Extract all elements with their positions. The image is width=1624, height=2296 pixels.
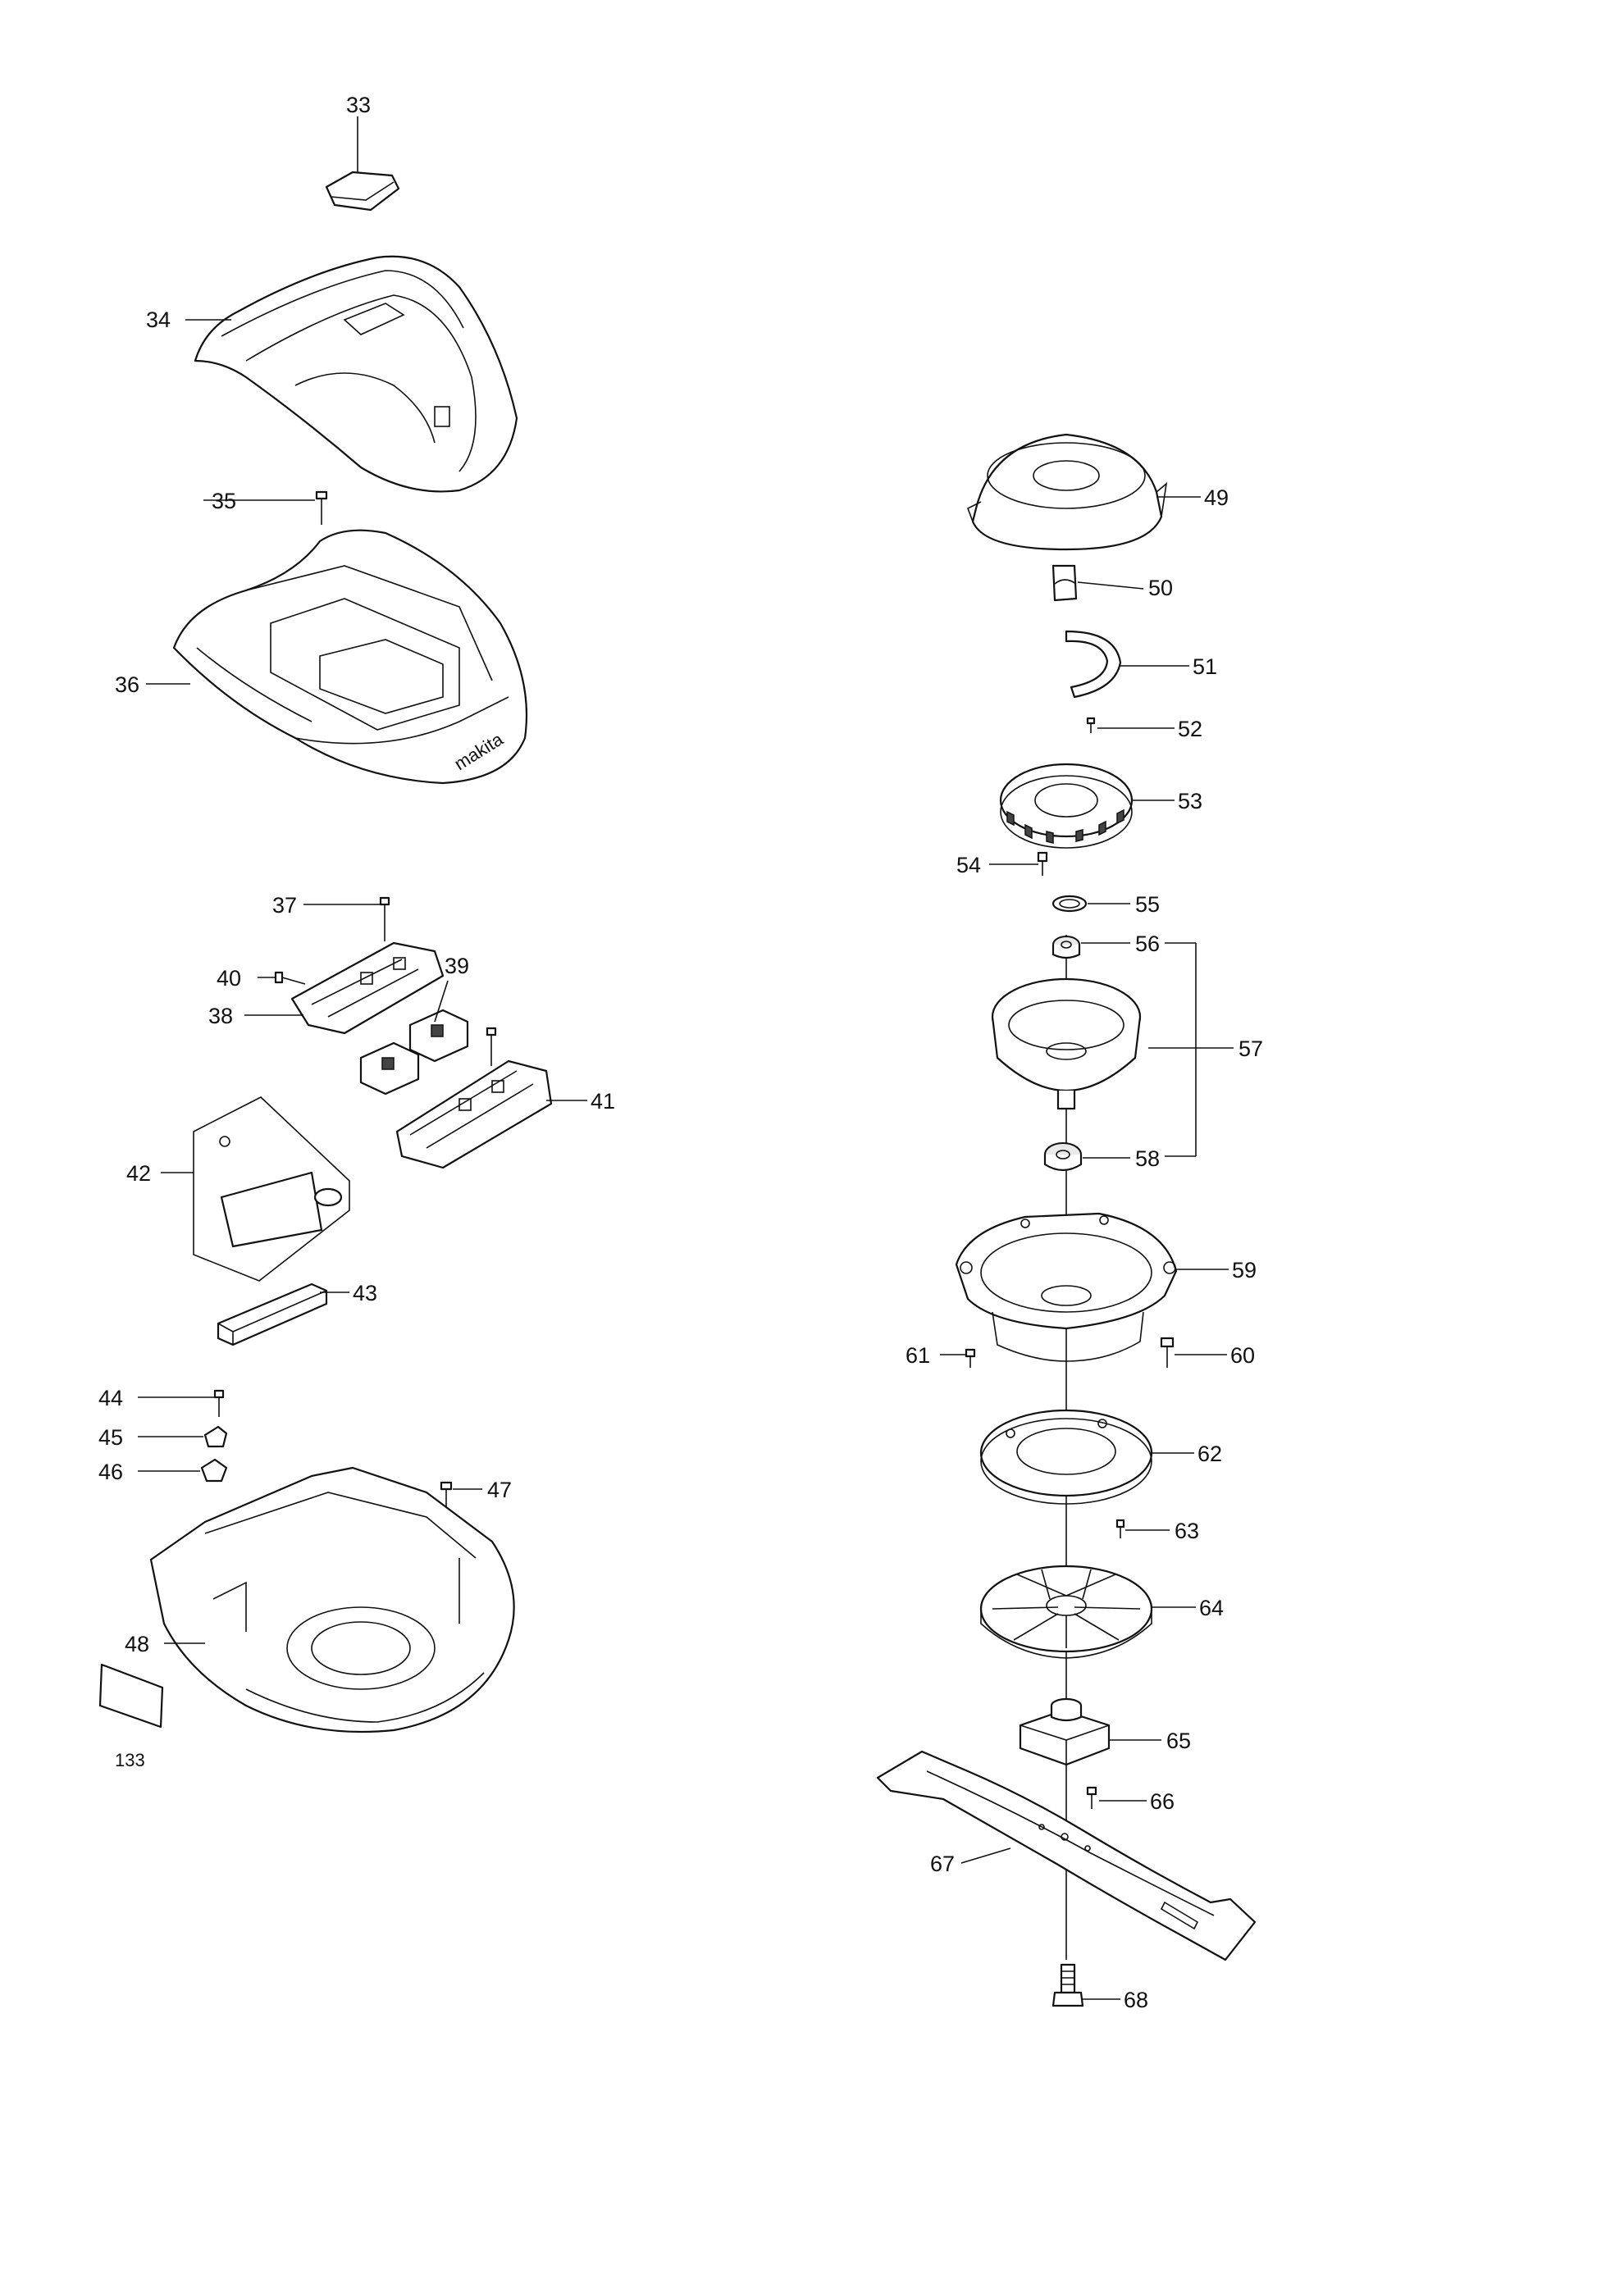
label-35: 35	[212, 489, 236, 513]
label-44: 44	[98, 1386, 123, 1410]
label-55: 55	[1135, 892, 1160, 917]
part-35-screw	[203, 490, 328, 525]
label-66: 66	[1150, 1789, 1175, 1814]
part-36-housing: makita	[172, 529, 528, 785]
label-133: 133	[115, 1750, 145, 1770]
label-54: 54	[956, 853, 981, 877]
part-47-screw	[440, 1481, 482, 1517]
part-63-screw	[1115, 1519, 1170, 1538]
part-34-top-cover	[194, 255, 518, 493]
label-57: 57	[1239, 1036, 1263, 1061]
part-46-clip	[138, 1458, 228, 1483]
part-53-stator	[999, 763, 1134, 849]
label-34: 34	[146, 308, 171, 332]
label-68: 68	[1124, 1988, 1148, 2012]
label-42: 42	[126, 1161, 151, 1186]
part-50-clip	[1051, 564, 1078, 602]
label-52: 52	[1178, 717, 1202, 741]
part-64-fan	[979, 1565, 1153, 1659]
label-38: 38	[208, 1004, 233, 1028]
label-40: 40	[217, 966, 241, 991]
label-51: 51	[1193, 654, 1217, 679]
part-62-plate-ring	[979, 1409, 1153, 1505]
part-49-motor-cap	[966, 433, 1168, 551]
part-42-control-board	[193, 1096, 350, 1282]
part-48-chassis-base	[149, 1466, 515, 1733]
part-43-foam-block	[217, 1282, 328, 1346]
part-56-bearing	[1051, 936, 1130, 959]
label-64: 64	[1199, 1596, 1224, 1620]
label-67: 67	[930, 1852, 955, 1876]
label-41: 41	[591, 1089, 615, 1114]
label-50: 50	[1148, 576, 1173, 600]
part-61-screw	[940, 1348, 976, 1368]
part-38-terminal-bracket	[290, 941, 445, 1035]
part-41-lower-bracket	[395, 1027, 553, 1169]
part-54-screw	[989, 851, 1048, 876]
part-68-bolt	[1051, 1963, 1120, 2007]
label-46: 46	[98, 1460, 123, 1484]
part-44-screw	[138, 1389, 225, 1417]
label-61: 61	[906, 1343, 930, 1368]
label-62: 62	[1197, 1442, 1222, 1466]
part-51-arc-plate	[1065, 630, 1122, 699]
part-59-motor-mount	[955, 1212, 1178, 1362]
label-33: 33	[346, 93, 371, 117]
label-39: 39	[445, 954, 469, 978]
part-39-terminals	[359, 1009, 469, 1096]
label-56: 56	[1135, 932, 1160, 956]
part-67-blade	[876, 1750, 1257, 1961]
label-47: 47	[487, 1478, 512, 1502]
label-49: 49	[1204, 485, 1229, 510]
label-37: 37	[272, 893, 297, 918]
label-58: 58	[1135, 1146, 1160, 1171]
part-40-screw	[258, 971, 306, 985]
label-57-bracket	[1148, 942, 1234, 1157]
label-60: 60	[1230, 1343, 1255, 1368]
label-43: 43	[353, 1281, 377, 1305]
label-36: 36	[115, 672, 139, 697]
part-37-screw	[303, 896, 390, 941]
part-65-blade-holder	[1019, 1697, 1111, 1766]
part-57-rotor	[991, 977, 1142, 1110]
part-60-screw	[1160, 1337, 1227, 1368]
part-52-screw	[1086, 717, 1175, 733]
part-58-bearing	[1043, 1142, 1130, 1172]
part-33-cap	[325, 116, 400, 212]
part-66-screw	[1086, 1786, 1147, 1809]
label-65: 65	[1166, 1729, 1191, 1753]
part-45-clip	[138, 1425, 228, 1448]
part-55-washer	[1051, 895, 1130, 913]
label-45: 45	[98, 1425, 123, 1450]
label-53: 53	[1178, 789, 1202, 813]
label-63: 63	[1175, 1519, 1199, 1543]
label-59: 59	[1232, 1258, 1257, 1282]
label-48: 48	[125, 1632, 149, 1656]
part-133-label	[98, 1663, 164, 1729]
